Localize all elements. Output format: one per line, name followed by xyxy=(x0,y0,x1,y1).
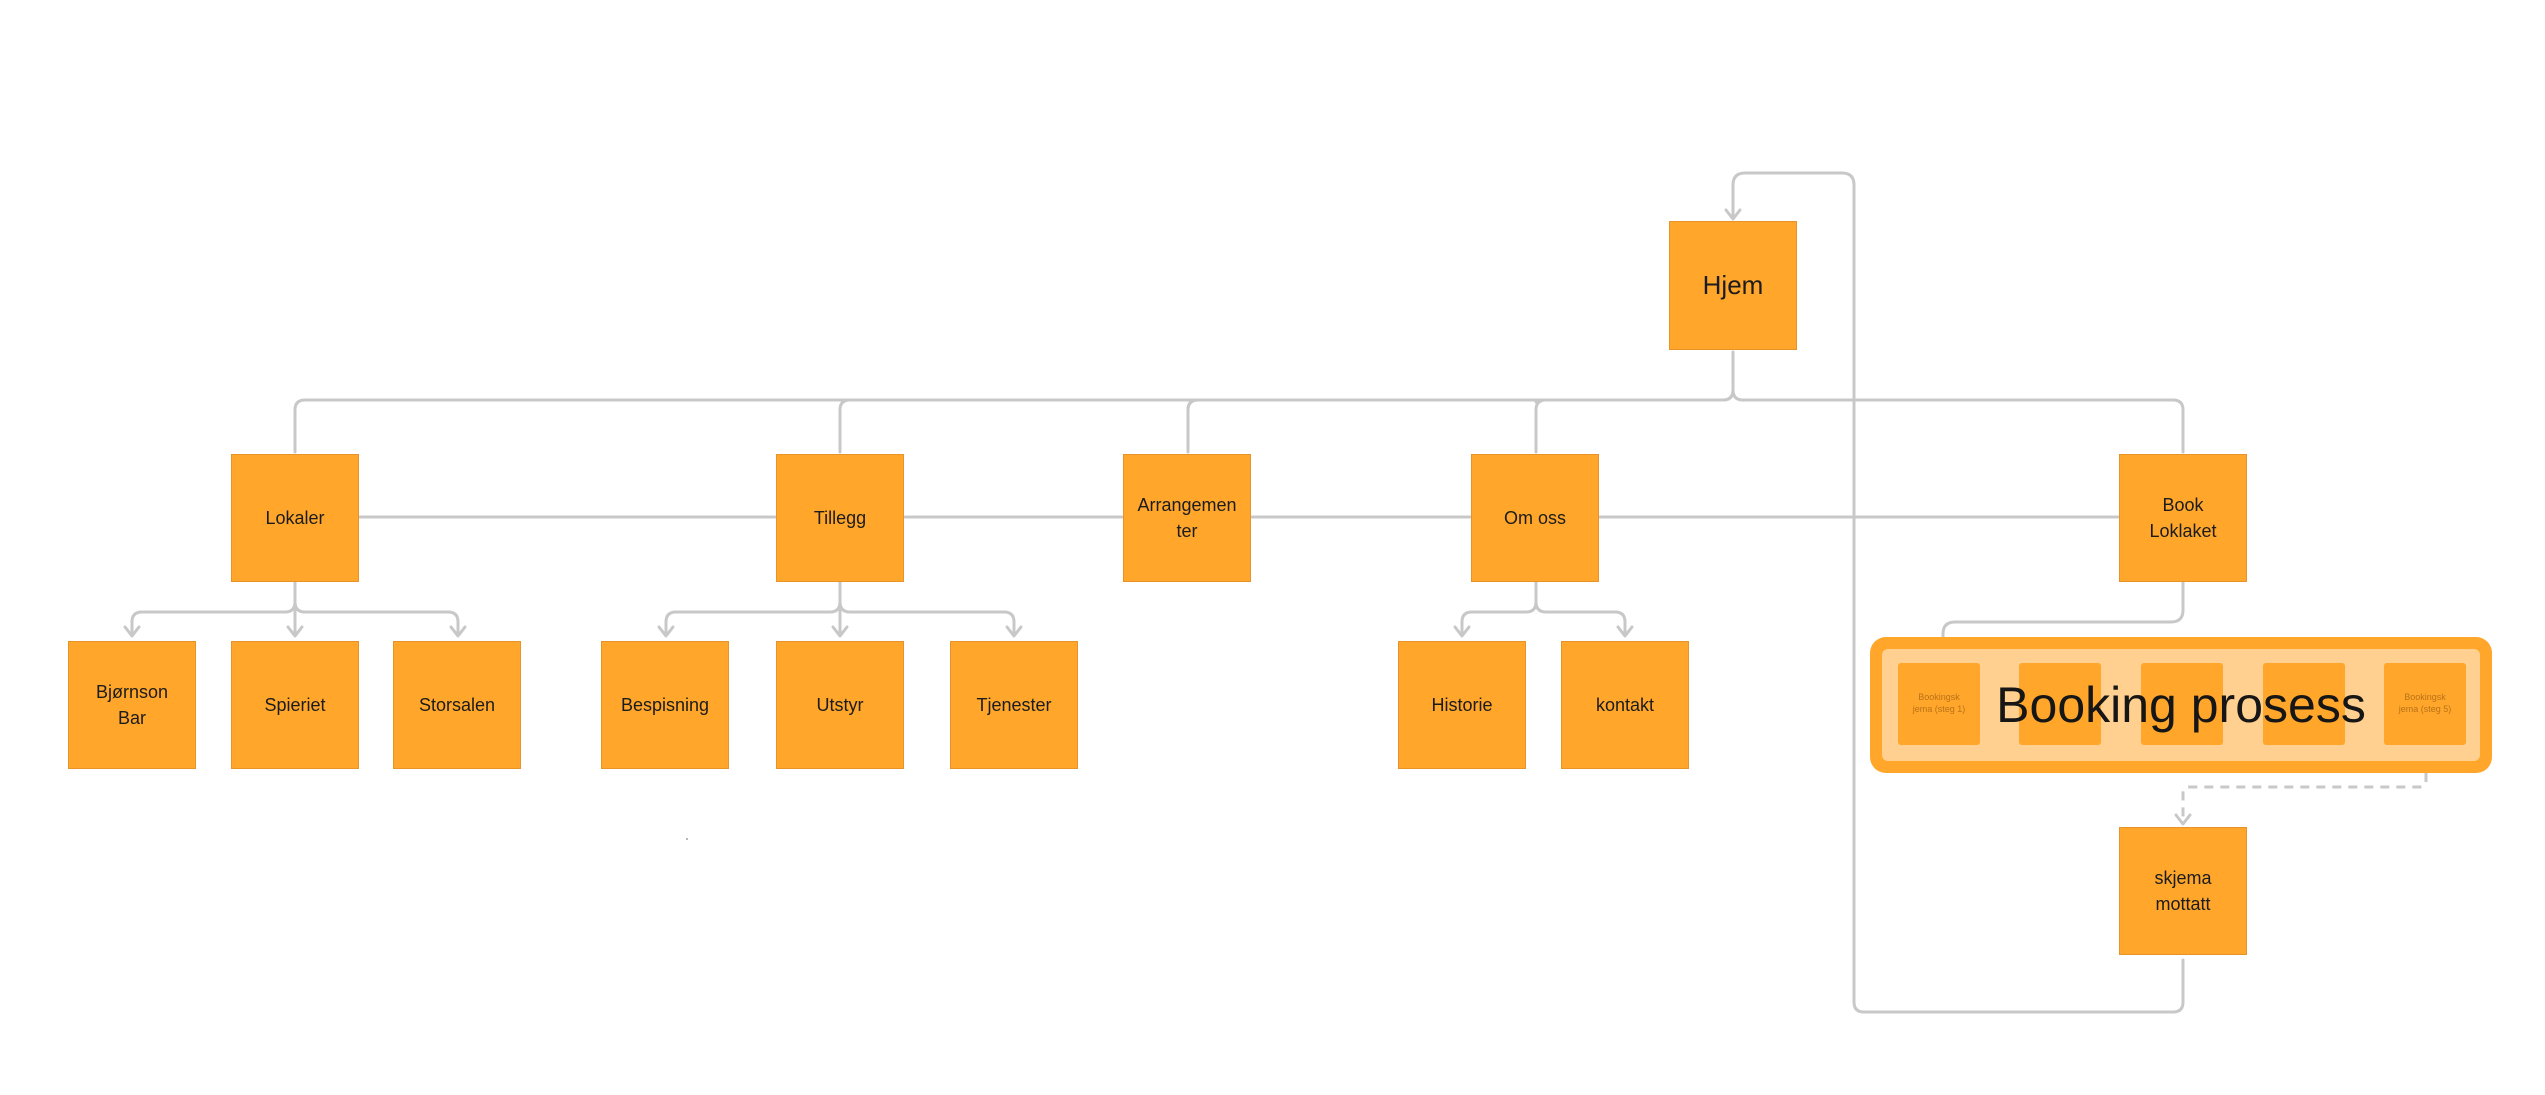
node-bespisning-label: Bespisning xyxy=(620,694,710,715)
node-spieriet-label: Spieriet xyxy=(264,694,326,715)
node-book-lokalet[interactable]: Book Loklaket xyxy=(2119,454,2247,582)
booking-process-group[interactable]: Bookingsk jema (steg 1) Bookingsk jema (… xyxy=(1870,637,2492,773)
connector-omoss-children xyxy=(1460,580,1538,637)
connector-book-to-group xyxy=(1941,580,2185,662)
node-kontakt[interactable]: kontakt xyxy=(1561,641,1689,769)
node-book-lokalet-line-1: Book xyxy=(2162,494,2204,515)
node-hjem[interactable]: Hjem xyxy=(1669,221,1797,350)
node-skjema-mottatt[interactable]: skjema mottatt xyxy=(2119,827,2247,955)
node-om-oss-label: Om oss xyxy=(1503,507,1566,528)
node-utstyr[interactable]: Utstyr xyxy=(776,641,904,769)
node-skjema-mottatt-label: skjema mottatt xyxy=(2146,865,2219,917)
connector-return-to-hjem xyxy=(1731,171,2185,1014)
node-storsalen[interactable]: Storsalen xyxy=(393,641,521,769)
node-bespisning[interactable]: Bespisning xyxy=(601,641,729,769)
node-arrangementer-line-2: ter xyxy=(1176,521,1198,541)
connector-hjem-level1 xyxy=(293,350,1735,454)
node-utstyr-label: Utstyr xyxy=(816,694,864,715)
canvas-speck xyxy=(686,838,688,840)
node-lokaler[interactable]: Lokaler xyxy=(231,454,359,582)
node-skjema-mottatt-line-1: skjema xyxy=(2154,867,2212,888)
booking-step-2[interactable] xyxy=(2019,663,2101,745)
node-kontakt-label: kontakt xyxy=(1595,694,1655,715)
node-tillegg[interactable]: Tillegg xyxy=(776,454,904,582)
booking-process-title: Booking prosess xyxy=(1996,677,2366,733)
node-hjem-label: Hjem xyxy=(1702,269,1764,300)
node-tillegg-label: Tillegg xyxy=(813,507,867,528)
node-bjornson-bar-line-2: Bar xyxy=(117,708,146,728)
booking-step-3[interactable] xyxy=(2141,663,2223,745)
node-book-lokalet-label: Book Loklaket xyxy=(2141,492,2224,544)
node-tjenester-label: Tjenester xyxy=(976,694,1052,715)
node-arrangementer[interactable]: Arrangemen ter xyxy=(1123,454,1251,582)
booking-step-5-label: Bookingsk jema (steg 5) xyxy=(2398,692,2452,714)
booking-step-1[interactable]: Bookingsk jema (steg 1) xyxy=(1898,663,1980,745)
booking-step-5[interactable]: Bookingsk jema (steg 5) xyxy=(2384,663,2466,745)
node-historie-label: Historie xyxy=(1431,694,1493,715)
node-lokaler-label: Lokaler xyxy=(265,507,325,528)
node-bjornson-bar[interactable]: Bjørnson Bar xyxy=(68,641,196,769)
node-historie[interactable]: Historie xyxy=(1398,641,1526,769)
node-tjenester[interactable]: Tjenester xyxy=(950,641,1078,769)
node-om-oss[interactable]: Om oss xyxy=(1471,454,1599,582)
node-spieriet[interactable]: Spieriet xyxy=(231,641,359,769)
connector-lokaler-children xyxy=(130,580,297,637)
node-arrangementer-label: Arrangemen ter xyxy=(1129,492,1244,544)
node-bjornson-bar-label: Bjørnson Bar xyxy=(88,679,176,731)
booking-process-inner: Bookingsk jema (steg 1) Bookingsk jema (… xyxy=(1882,649,2480,761)
booking-step-4[interactable] xyxy=(2263,663,2345,745)
node-arrangementer-line-1: Arrangemen xyxy=(1137,494,1237,515)
node-bjornson-bar-line-1: Bjørnson xyxy=(95,681,169,702)
node-book-lokalet-line-2: Loklaket xyxy=(2149,521,2217,541)
connector-tillegg-children xyxy=(664,580,842,637)
node-storsalen-label: Storsalen xyxy=(418,694,496,715)
booking-step-1-label: Bookingsk jema (steg 1) xyxy=(1912,692,1966,714)
connector-group-to-skjema xyxy=(2181,773,2428,822)
node-skjema-mottatt-line-2: mottatt xyxy=(2155,894,2211,914)
